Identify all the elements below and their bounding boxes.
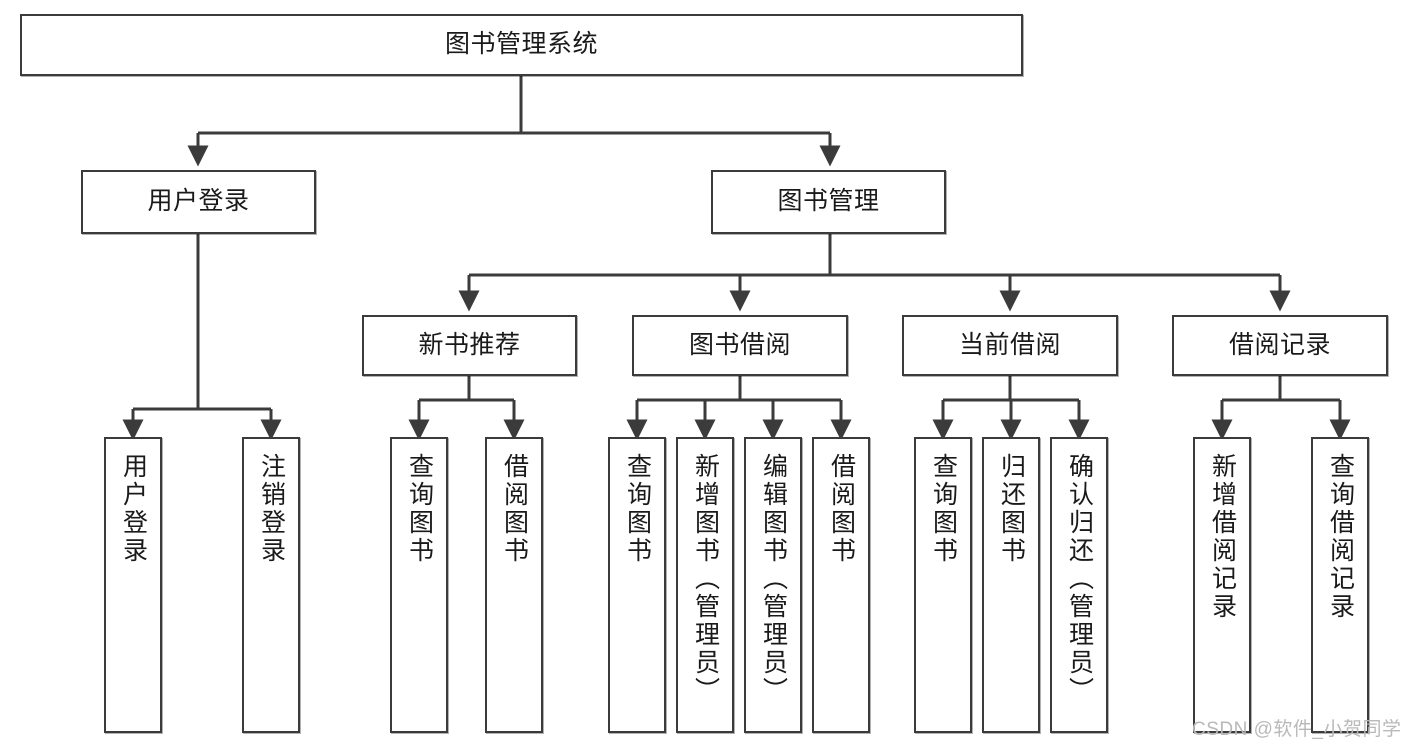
node-leaf-add-book[interactable]: 新增图书（管理员） [676,437,734,733]
node-borrow-record-label: 借阅记录 [1228,330,1331,359]
node-leaf-query-record[interactable]: 查询借阅记录 [1311,437,1369,733]
node-leaf-confirm-return[interactable]: 确认归还（管理员） [1050,437,1108,733]
node-leaf-borrow-book-1[interactable]: 借阅图书 [485,437,543,733]
node-leaf-query-book-3-label: 查询图书 [929,453,958,565]
watermark: CSDN @软件_小贺同学 [1192,719,1402,740]
node-book-borrow-label: 图书借阅 [688,330,791,359]
node-book-manage-label: 图书管理 [777,187,880,216]
node-leaf-query-book-2[interactable]: 查询图书 [608,437,666,733]
node-leaf-confirm-return-label: 确认归还（管理员） [1065,453,1094,705]
node-new-book-recommend-label: 新书推荐 [418,330,521,359]
node-leaf-add-record-label: 新增借阅记录 [1208,453,1237,621]
node-leaf-add-book-label: 新增图书（管理员） [691,453,720,705]
node-root[interactable]: 图书管理系统 [20,14,1023,76]
node-leaf-user-logout-label: 注销登录 [257,453,286,565]
node-leaf-return-book[interactable]: 归还图书 [982,437,1040,733]
node-user-login-label: 用户登录 [147,187,250,216]
node-leaf-query-book-3[interactable]: 查询图书 [914,437,972,733]
node-new-book-recommend[interactable]: 新书推荐 [362,315,577,376]
node-leaf-query-record-label: 查询借阅记录 [1326,453,1355,621]
node-leaf-query-book-2-label: 查询图书 [623,453,652,565]
node-leaf-edit-book-label: 编辑图书（管理员） [759,453,788,705]
node-leaf-add-record[interactable]: 新增借阅记录 [1193,437,1251,733]
node-current-borrow-label: 当前借阅 [958,330,1061,359]
node-book-borrow[interactable]: 图书借阅 [632,315,848,376]
node-root-label: 图书管理系统 [444,30,598,59]
node-leaf-query-book-1-label: 查询图书 [405,453,434,565]
node-leaf-user-logout[interactable]: 注销登录 [242,437,300,733]
node-leaf-edit-book[interactable]: 编辑图书（管理员） [744,437,802,733]
node-borrow-record[interactable]: 借阅记录 [1172,315,1388,376]
node-user-login[interactable]: 用户登录 [81,170,316,234]
node-book-manage[interactable]: 图书管理 [711,170,946,234]
node-current-borrow[interactable]: 当前借阅 [902,315,1118,376]
node-leaf-borrow-book-2[interactable]: 借阅图书 [812,437,870,733]
node-leaf-borrow-book-2-label: 借阅图书 [827,453,856,565]
node-leaf-user-login[interactable]: 用户登录 [104,437,162,733]
node-leaf-borrow-book-1-label: 借阅图书 [500,453,529,565]
node-leaf-user-login-label: 用户登录 [119,453,148,565]
node-leaf-query-book-1[interactable]: 查询图书 [390,437,448,733]
node-leaf-return-book-label: 归还图书 [997,453,1026,565]
